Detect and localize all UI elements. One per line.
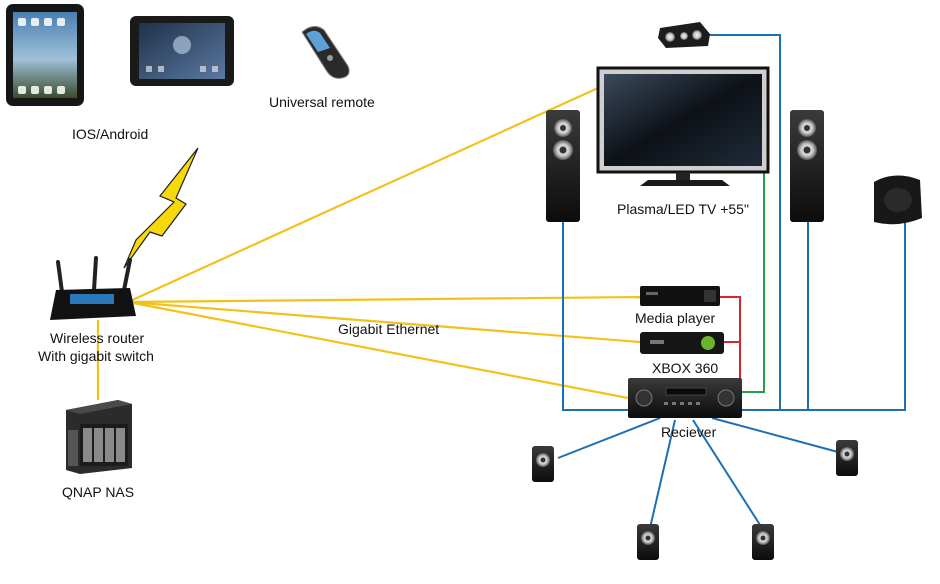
ipad-icon xyxy=(6,4,84,106)
router-label-line1: Wireless router xyxy=(50,330,145,346)
cable-router-tv xyxy=(127,86,599,304)
ethernet-cables xyxy=(96,86,641,400)
center-speaker-icon xyxy=(658,22,710,48)
cable-router-receiver xyxy=(127,300,629,400)
speaker-wires xyxy=(557,34,906,529)
surround-right-speaker-icon xyxy=(836,440,858,476)
front-left-tower-speaker-icon xyxy=(546,110,580,222)
router-label-line2: With gigabit switch xyxy=(38,348,154,364)
ethernet-label: Gigabit Ethernet xyxy=(338,321,440,337)
media-player-icon xyxy=(640,286,720,306)
android-tablet-icon xyxy=(130,16,234,86)
hdmi-cables xyxy=(720,172,765,393)
cable-router-xbox xyxy=(127,300,641,344)
tv-label: Plasma/LED TV +55" xyxy=(617,201,749,217)
receiver-icon xyxy=(628,378,742,418)
subwoofer-icon xyxy=(874,175,922,225)
wire-rear-right xyxy=(692,419,763,529)
universal-remote-icon xyxy=(301,26,350,79)
wire-subwoofer xyxy=(808,222,906,411)
wireless-router-icon xyxy=(50,256,136,320)
wire-front-right xyxy=(742,222,809,411)
nas-label: QNAP NAS xyxy=(62,484,135,500)
rear-right-speaker-icon xyxy=(752,524,774,560)
wire-front-left xyxy=(562,222,628,411)
wire-rear-left xyxy=(649,419,676,529)
wire-surround-right xyxy=(711,417,839,453)
wire-surround-left xyxy=(557,417,661,459)
hdmi-receiver-tv xyxy=(742,172,765,393)
surround-left-speaker-icon xyxy=(532,446,554,482)
rear-left-speaker-icon xyxy=(637,524,659,560)
receiver-label: Reciever xyxy=(661,424,717,440)
hdmi-media-player-receiver xyxy=(720,296,741,380)
front-right-tower-speaker-icon xyxy=(790,110,824,222)
devices-label: IOS/Android xyxy=(72,126,149,142)
wireless-bolt-icon xyxy=(123,147,199,269)
nas-icon xyxy=(66,400,132,474)
xbox-label: XBOX 360 xyxy=(652,360,719,376)
remote-label: Universal remote xyxy=(269,94,375,110)
media-player-label: Media player xyxy=(635,310,716,326)
cable-router-media-player xyxy=(127,295,641,304)
xbox-icon xyxy=(640,332,724,354)
tv-icon xyxy=(596,66,770,186)
